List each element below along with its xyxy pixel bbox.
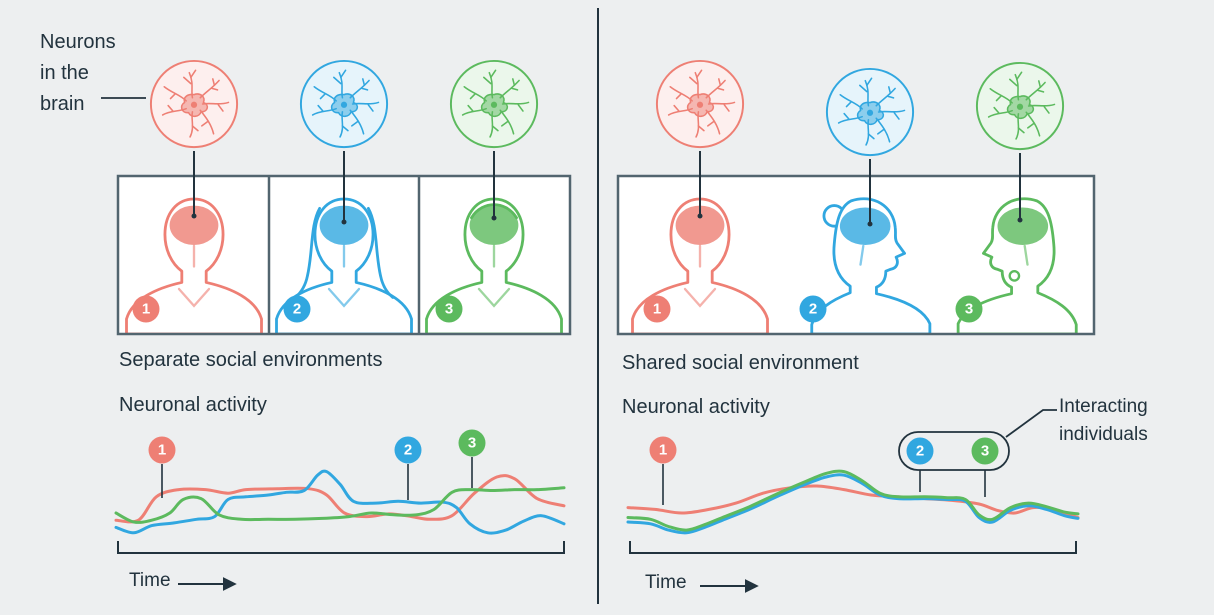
left-box-badge-3: 3: [435, 295, 463, 323]
activity-line-1: [114, 474, 566, 524]
left-time-axis: [117, 541, 565, 554]
interacting-individuals-capsule: [898, 431, 1010, 471]
right-activity-chart: [626, 469, 1080, 535]
left-activity-label: Neuronal activity: [119, 394, 267, 416]
right-chart-badge-3: 3: [971, 437, 999, 465]
chart-badge-stubs: [161, 457, 986, 505]
activity-line-2: [114, 469, 566, 535]
left-time-label: Time: [129, 570, 171, 591]
right-activity-label: Neuronal activity: [622, 396, 770, 418]
activity-line-2: [626, 473, 1080, 535]
activity-line-1: [626, 484, 1080, 519]
neuron-illustration-left-2: [301, 61, 387, 147]
neurons-in-brain-label: Neurons in the brain: [40, 31, 116, 115]
right-time-label: Time: [645, 572, 687, 593]
left-activity-chart: [114, 469, 566, 535]
left-box-badge-1: 1: [132, 295, 160, 323]
neuron-connectors: [193, 151, 1021, 224]
neuron-connector-dots: [191, 213, 1023, 227]
neuron-illustration-right-2: [827, 69, 913, 155]
neuron-illustration-right-3: [977, 63, 1063, 149]
interacting-callout-line: [1005, 409, 1057, 438]
left-box-badge-2: 2: [283, 295, 311, 323]
neuron-illustration-left-3: [451, 61, 537, 147]
activity-line-3: [626, 469, 1080, 532]
right-environment-label: Shared social environment: [622, 352, 859, 374]
left-chart-badge-3: 3: [458, 429, 486, 457]
interacting-individuals-label: Interacting individuals: [1059, 396, 1148, 445]
right-box-badge-1: 1: [643, 295, 671, 323]
right-box-badge-3: 3: [955, 295, 983, 323]
neuron-illustration-right-1: [657, 61, 743, 147]
left-chart-badge-1: 1: [148, 436, 176, 464]
right-environment-box: [616, 174, 1096, 336]
neuron-illustration-left-1: [151, 61, 237, 147]
activity-line-3: [114, 486, 566, 524]
left-chart-badge-2: 2: [394, 436, 422, 464]
right-chart-badge-2: 2: [906, 437, 934, 465]
left-environment-label: Separate social environments: [119, 349, 383, 371]
right-time-axis: [629, 541, 1077, 554]
right-box-badge-2: 2: [799, 295, 827, 323]
right-chart-badge-1: 1: [649, 436, 677, 464]
